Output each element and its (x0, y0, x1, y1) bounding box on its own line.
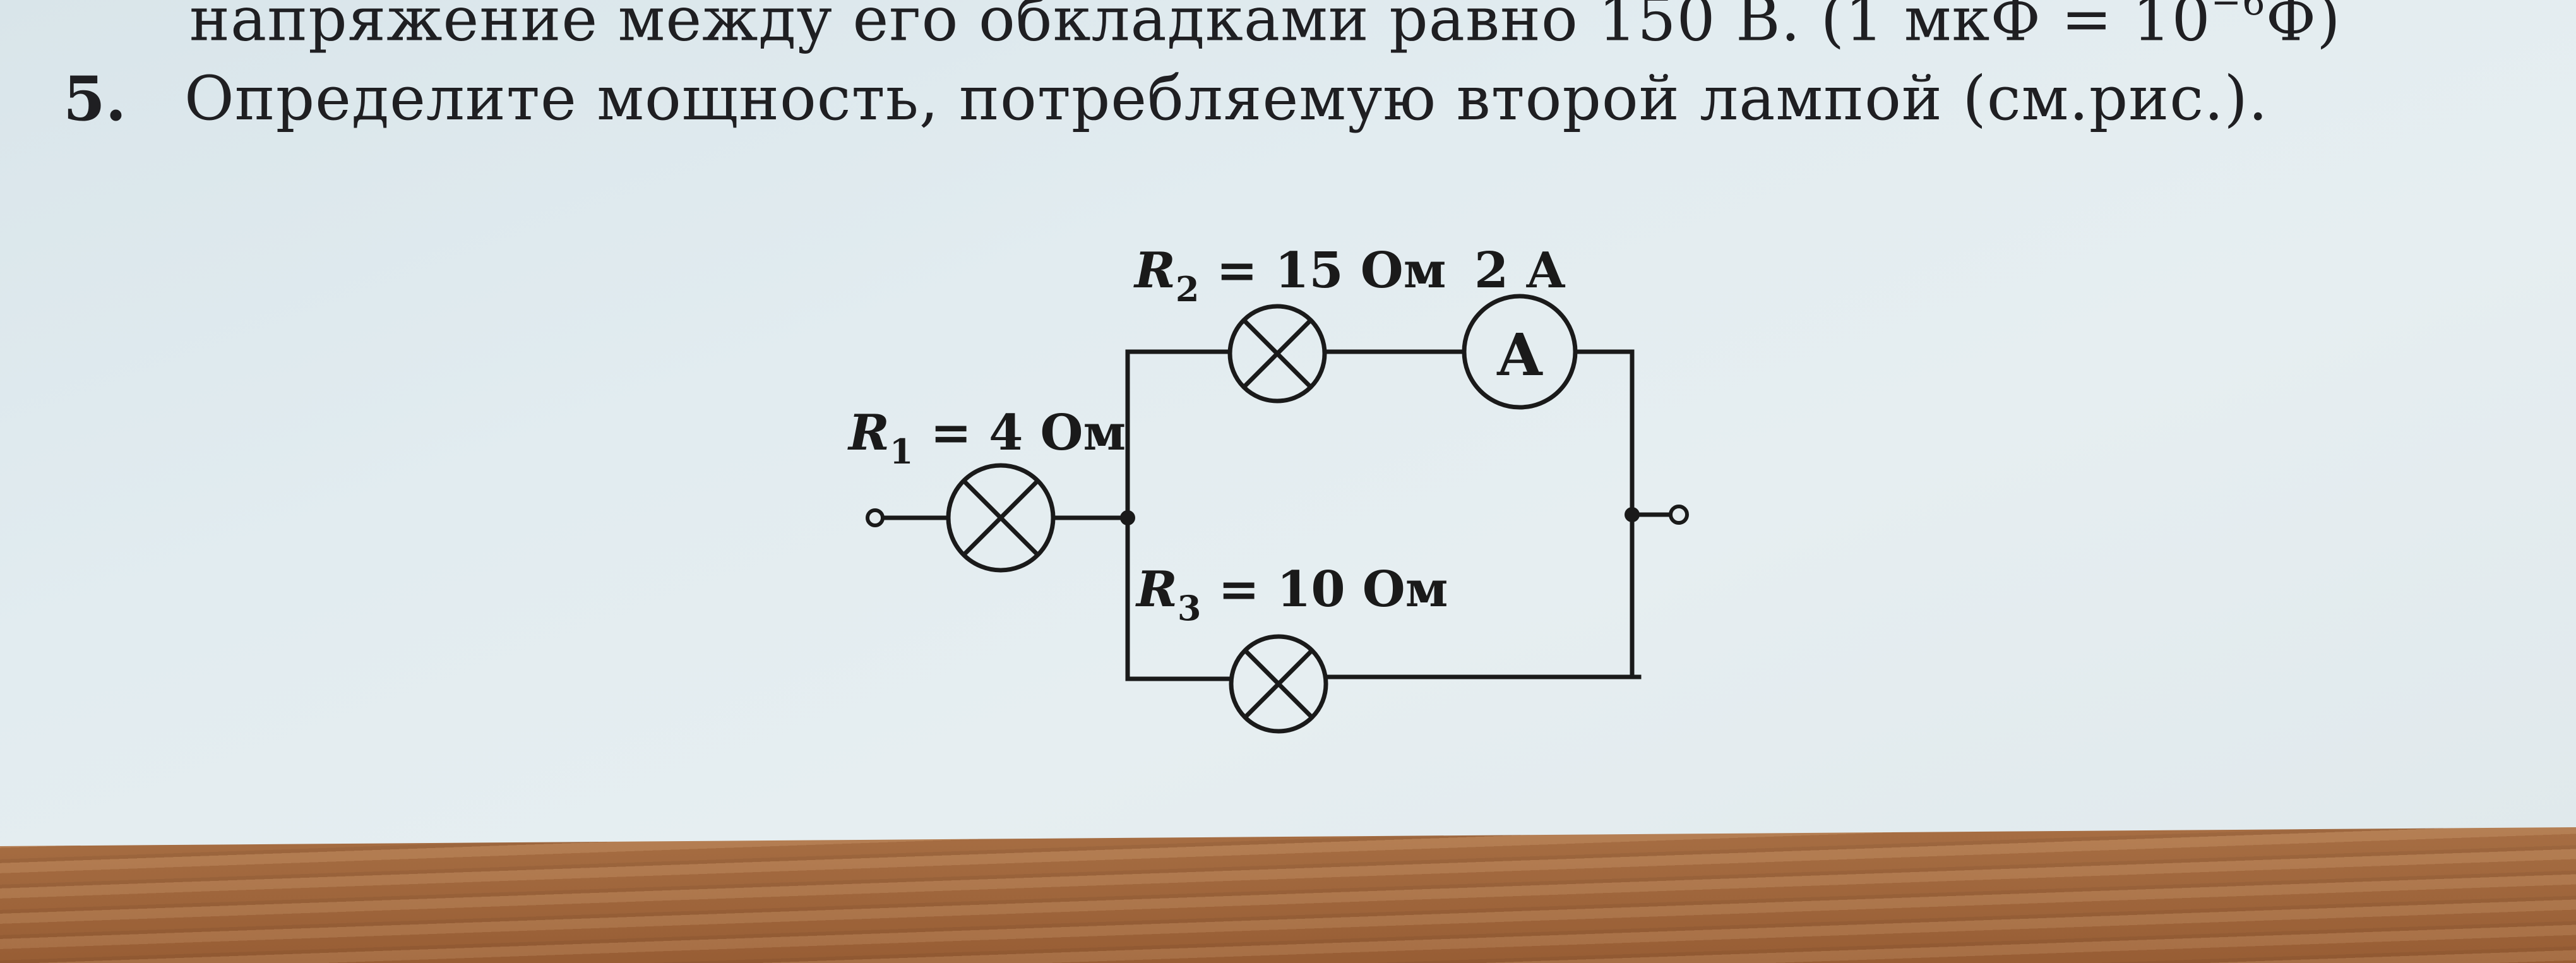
lamp-r3-icon (1229, 634, 1328, 734)
lamp-r1-icon (946, 463, 1056, 573)
previous-problem-line: напряжение между его обкладками равно 15… (189, 0, 2341, 55)
ammeter-letter: A (1496, 321, 1543, 389)
junction-right (1625, 507, 1640, 522)
ammeter-icon: A (1462, 294, 1578, 410)
r1-label: R1 = 4 Ом (847, 404, 1126, 472)
r2-label: R2 = 15 Ом (1133, 242, 1446, 309)
r3-label: R3 = 10 Ом (1135, 561, 1448, 628)
problem-number: 5. (63, 63, 127, 135)
input-terminal (866, 508, 885, 527)
junction-left (1120, 510, 1135, 525)
lamp-r2-icon (1227, 304, 1327, 404)
ammeter-reading-label: 2 А (1474, 242, 1566, 299)
output-terminal (1669, 505, 1689, 525)
problem-statement: Определите мощность, потребляемую второй… (184, 63, 2269, 134)
